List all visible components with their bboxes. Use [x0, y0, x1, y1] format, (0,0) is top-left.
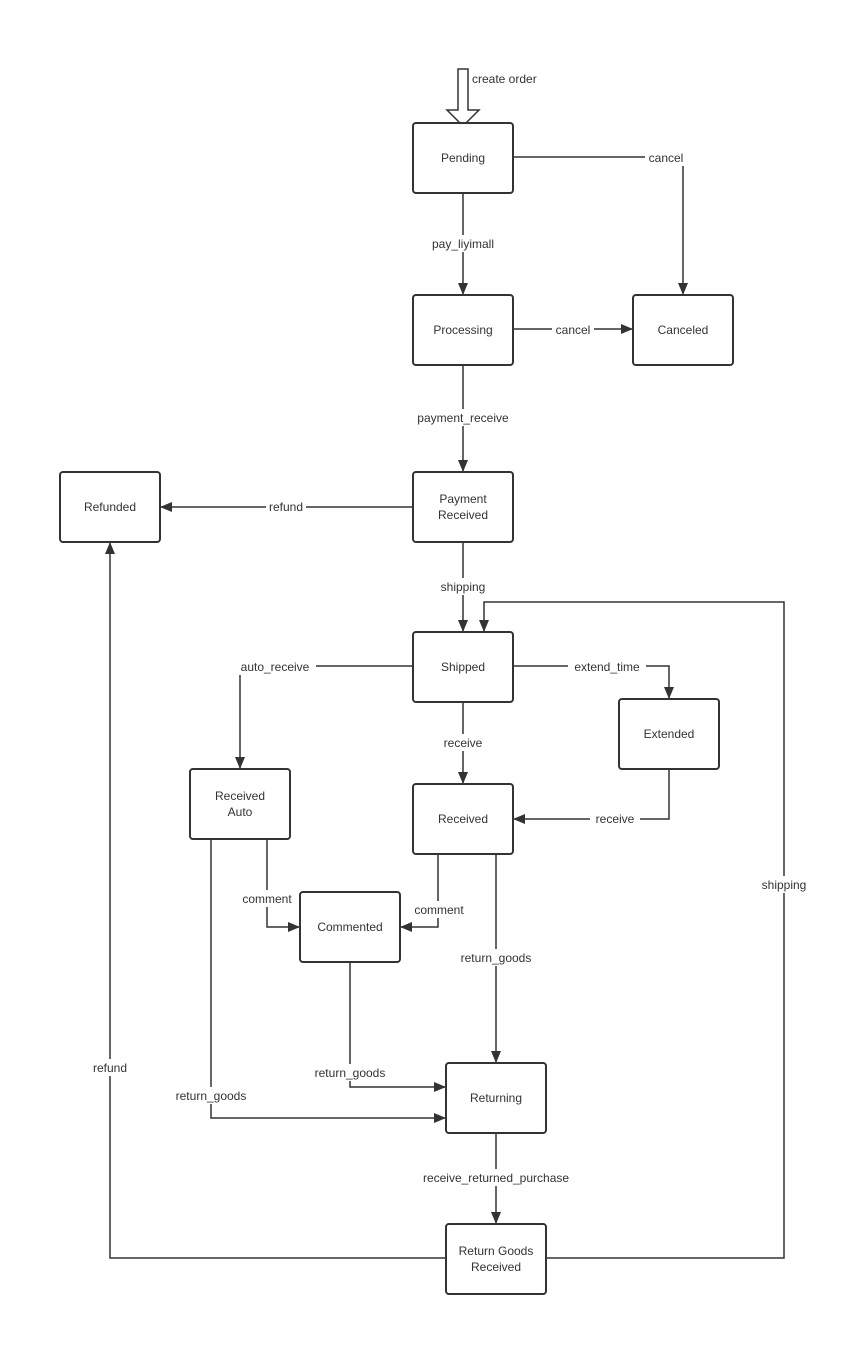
state-label-line-2: Auto: [228, 805, 253, 819]
edge-label-comment-received: comment: [410, 901, 468, 918]
start-label: create order: [472, 72, 537, 86]
edge-label-processing-cancel: cancel: [552, 321, 594, 338]
state-label: Pending: [441, 151, 485, 165]
edge-label-return-goods-commented: return_goods: [309, 1064, 391, 1081]
edge-label-refund-payment: refund: [266, 498, 306, 515]
state-label: Processing: [433, 323, 492, 337]
edge-extend-time: [513, 665, 674, 699]
state-shipped: Shipped: [412, 631, 514, 703]
edge-label-pay-liyimall: pay_liyimall: [424, 235, 502, 252]
start-arrow: [445, 68, 481, 128]
state-return-goods-received: Return Goods Received: [445, 1223, 547, 1295]
state-label-line-2: Received: [471, 1260, 521, 1274]
edge-label-text: comment: [414, 903, 464, 917]
edge-label-text: receive: [596, 812, 635, 826]
state-label-line-1: Return Goods: [459, 1244, 534, 1258]
state-refunded: Refunded: [59, 471, 161, 543]
edge-comment-received: [400, 854, 439, 932]
edge-label-text: refund: [269, 500, 303, 514]
edge-return-goods-auto: [210, 839, 446, 1123]
edge-label-text: cancel: [649, 151, 684, 165]
state-received: Received: [412, 783, 514, 855]
state-label-line-1: Received: [215, 789, 265, 803]
edge-label-text: receive: [444, 736, 483, 750]
edge-shipping-again: [479, 601, 785, 1259]
edge-label-pending-cancel: cancel: [645, 149, 687, 166]
edge-comment-auto: [266, 839, 300, 932]
edge-label-text: auto_receive: [241, 660, 310, 674]
edge-label-receive-extended: receive: [590, 810, 640, 827]
state-label: Canceled: [658, 323, 709, 337]
edge-label-receive-returned-purchase: receive_returned_purchase: [411, 1169, 581, 1186]
edge-refund-return: [105, 542, 445, 1259]
state-extended: Extended: [618, 698, 720, 770]
edge-label-shipping-again: shipping: [756, 876, 812, 893]
edge-auto-receive: [235, 665, 412, 769]
edge-label-comment-auto: comment: [238, 890, 296, 907]
edge-label-text: extend_time: [574, 660, 640, 674]
edge-label-text: comment: [242, 892, 292, 906]
edge-label-return-goods-auto: return_goods: [170, 1087, 252, 1104]
edge-label-shipping: shipping: [436, 578, 490, 595]
state-label-line-1: Payment: [439, 492, 487, 506]
edge-label-payment-receive: payment_receive: [409, 409, 517, 426]
state-label-line-2: Received: [438, 508, 488, 522]
state-returning: Returning: [445, 1062, 547, 1134]
edge-label-auto-receive: auto_receive: [234, 658, 316, 675]
edge-label-text: shipping: [441, 580, 486, 594]
state-commented: Commented: [299, 891, 401, 963]
edge-label-extend-time: extend_time: [568, 658, 646, 675]
edge-return-goods-commented: [349, 962, 446, 1092]
edge-label-text: return_goods: [461, 951, 532, 965]
state-received-auto: Received Auto: [189, 768, 291, 840]
edge-receive-extended: [513, 769, 670, 824]
state-label: Refunded: [84, 500, 136, 514]
edge-label-text: payment_receive: [417, 411, 509, 425]
state-pending: Pending: [412, 122, 514, 194]
edge-label-text: cancel: [556, 323, 591, 337]
state-label: Extended: [644, 727, 695, 741]
state-canceled: Canceled: [632, 294, 734, 366]
edge-pending-cancel: [513, 156, 688, 295]
state-processing: Processing: [412, 294, 514, 366]
edge-label-return-goods-received: return_goods: [455, 949, 537, 966]
edge-label-text: return_goods: [176, 1089, 247, 1103]
edge-label-text: receive_returned_purchase: [423, 1171, 569, 1185]
state-label: Returning: [470, 1091, 522, 1105]
edge-label-refund-return: refund: [89, 1059, 131, 1076]
state-label: Shipped: [441, 660, 485, 674]
edge-label-text: pay_liyimall: [432, 237, 494, 251]
edge-label-text: return_goods: [315, 1066, 386, 1080]
edge-label-text: shipping: [762, 878, 807, 892]
edge-label-text: refund: [93, 1061, 127, 1075]
state-label: Received: [438, 812, 488, 826]
edge-label-receive: receive: [438, 734, 488, 751]
state-label: Commented: [317, 920, 382, 934]
state-payment-received: Payment Received: [412, 471, 514, 543]
